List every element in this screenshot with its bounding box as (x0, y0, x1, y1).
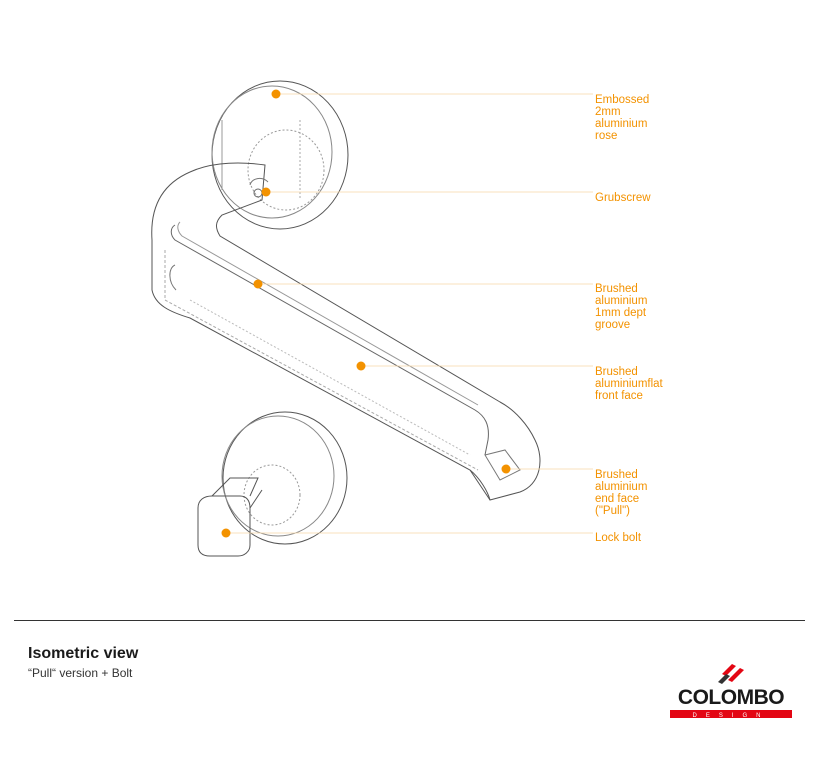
dot-front-face (356, 361, 366, 371)
view-title: Isometric view (28, 645, 139, 662)
upper-rose (211, 80, 349, 230)
lever-handle (151, 162, 541, 501)
callout-lock-bolt: Lock bolt (595, 532, 642, 544)
brand-bar (670, 710, 792, 718)
dot-end-face (501, 464, 511, 474)
dot-rose (271, 89, 281, 99)
callout-dots (221, 89, 511, 538)
view-subtitle: “Pull“ version + Bolt (28, 666, 133, 680)
brand-tagline: DESIGN (692, 713, 769, 719)
dot-groove (253, 279, 263, 289)
callout-grubscrew: Grubscrew (595, 192, 651, 204)
brand-name: COLOMBO (678, 686, 784, 709)
dot-lock-bolt (221, 528, 231, 538)
lower-rose-lock-bolt (197, 411, 348, 557)
leader-lines (226, 93, 593, 534)
footer-divider (14, 620, 805, 621)
colombo-logo: COLOMBO DESIGN (670, 664, 792, 719)
dot-grubscrew (261, 187, 271, 197)
callout-front-face: Brushed aluminiumflat front face (595, 366, 663, 402)
colombo-mark-icon (718, 664, 744, 684)
callout-groove: Brushed aluminium 1mm dept groove (595, 283, 648, 331)
handle-isometric-drawing (151, 80, 593, 557)
callout-end-face: Brushed aluminium end face ("Pull") (595, 469, 648, 517)
callout-rose: Embossed 2mm aluminium rose (595, 94, 650, 142)
